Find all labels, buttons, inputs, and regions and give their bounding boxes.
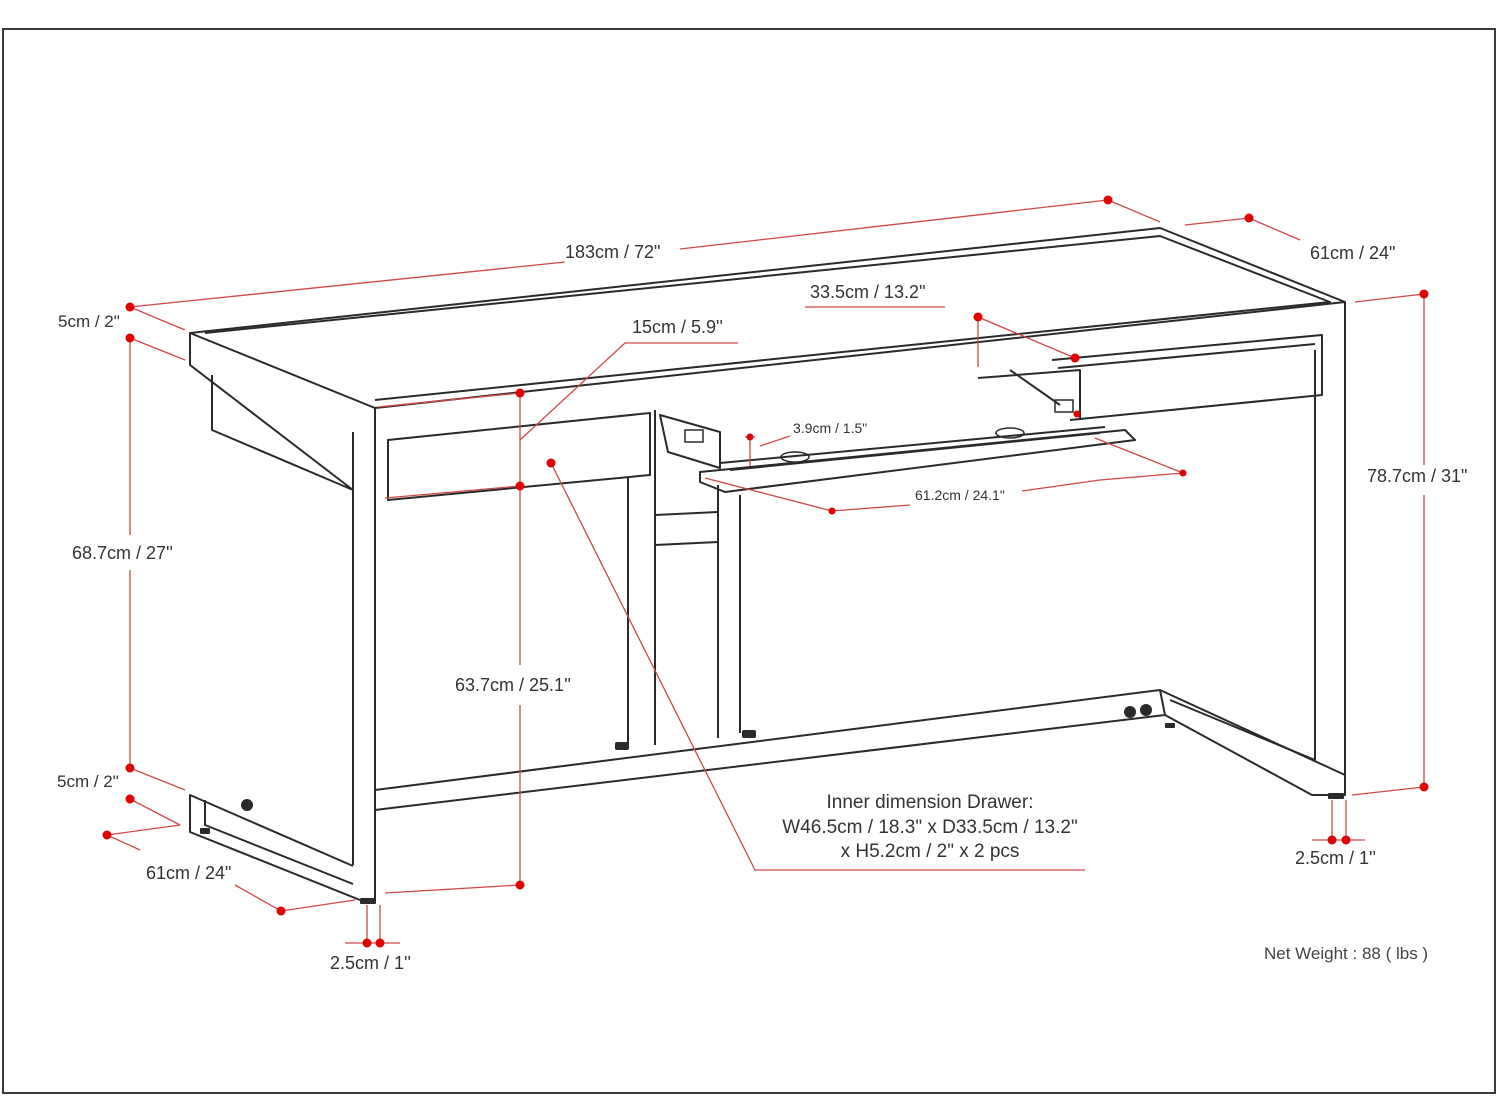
inner-drawer-note: Inner dimension Drawer: W46.5cm / 18.3" … (760, 791, 1100, 865)
label-overall-depth: 61cm / 24" (1310, 243, 1396, 263)
inner-drawer-note-line1: Inner dimension Drawer: (826, 792, 1034, 813)
width-dim-line (129, 199, 1109, 308)
desk-outline (189, 227, 1346, 901)
inner-drawer-note-line3: x H5.2cm / 2" x 2 pcs (840, 841, 1020, 863)
label-drawer-front-height: 15cm / 5.9'' (632, 317, 723, 337)
label-base-depth: 61cm / 24" (146, 863, 232, 883)
inner-drawer-note-line2: W46.5cm / 18.3" x D33.5cm / 13.2" (782, 816, 1078, 838)
dimension-dots (102, 195, 1429, 948)
desk-hardware (200, 704, 1344, 904)
label-top-thickness: 5cm / 2" (58, 312, 120, 331)
label-drawer-depth: 33.5cm / 13.2" (810, 282, 926, 302)
label-foot-width-left: 2.5cm / 1'' (330, 953, 411, 973)
label-keyboard-tray-gap: 3.9cm / 1.5" (793, 420, 868, 436)
diagram-frame (2, 28, 1496, 1094)
depth-dim-line (1107, 199, 1301, 241)
tray-hinges (684, 399, 1074, 463)
label-leg-height: 68.7cm / 27'' (72, 543, 173, 563)
label-base-thickness: 5cm / 2" (57, 772, 119, 791)
label-under-drawer-height: 63.7cm / 25.1'' (455, 675, 571, 695)
label-keyboard-tray-width: 61.2cm / 24.1" (915, 487, 1005, 503)
label-foot-width-right: 2.5cm / 1'' (1295, 848, 1376, 868)
label-overall-width: 183cm / 72" (565, 242, 661, 262)
net-weight: Net Weight : 88 ( lbs ) (1264, 944, 1429, 963)
label-overall-height: 78.7cm / 31" (1367, 466, 1468, 486)
